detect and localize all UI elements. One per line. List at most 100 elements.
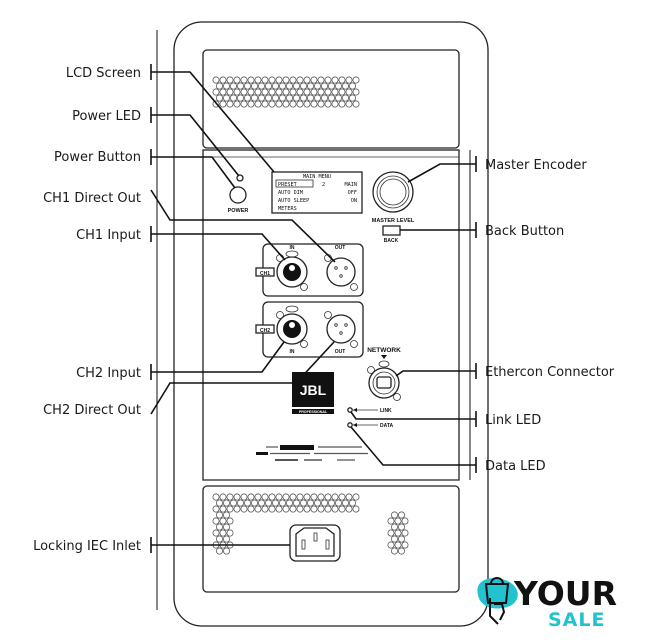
- callout-locking-iec-inlet: Locking IEC Inlet: [33, 539, 141, 554]
- vent-hole: [244, 82, 251, 90]
- vent-hole: [289, 100, 297, 108]
- back-label: BACK: [384, 238, 399, 244]
- lcd-screen: [271, 171, 363, 214]
- vent-hole: [223, 511, 230, 519]
- vent-hole: [254, 505, 262, 513]
- vent-hole: [251, 499, 258, 507]
- data-label: DATA: [380, 423, 394, 429]
- vent-hole: [387, 541, 395, 549]
- ch2-tag: [255, 324, 275, 334]
- vent-hole: [268, 76, 276, 84]
- locking-iec-inlet[interactable]: [289, 524, 341, 562]
- ch2-in-label: IN: [290, 349, 295, 355]
- vent-hole: [398, 511, 405, 519]
- vent-hole: [226, 76, 234, 84]
- vent-hole: [219, 100, 227, 108]
- vent-hole: [275, 88, 283, 96]
- vent-hole: [345, 88, 353, 96]
- vent-hole: [240, 505, 248, 513]
- vent-hole: [282, 76, 290, 84]
- vent-hole: [317, 493, 325, 501]
- lcd-row-item: AUTO SLEEP: [278, 198, 309, 204]
- vent-hole: [282, 505, 290, 513]
- lcd-row-extra: ON: [351, 198, 357, 204]
- ch1-combo-input-jack[interactable]: [276, 250, 308, 291]
- vent-hole: [286, 499, 293, 507]
- vent-hole: [265, 82, 272, 90]
- back-button[interactable]: [382, 225, 401, 236]
- vent-hole: [321, 94, 328, 102]
- vent-hole: [233, 100, 241, 108]
- vent-hole: [233, 76, 241, 84]
- vent-hole: [310, 493, 318, 501]
- callout-link-led: Link LED: [485, 413, 541, 428]
- vent-hole: [226, 493, 234, 501]
- vent-hole: [268, 100, 276, 108]
- ch1-xlr-direct-out-jack[interactable]: [324, 254, 358, 291]
- vent-hole: [331, 100, 339, 108]
- vent-hole: [352, 76, 360, 84]
- vent-hole: [401, 517, 409, 525]
- link-label: LINK: [380, 408, 392, 414]
- vent-hole: [272, 82, 279, 90]
- vent-hole: [394, 541, 402, 549]
- callout-ch1-direct-out: CH1 Direct Out: [43, 191, 141, 206]
- vent-hole: [352, 493, 360, 501]
- vent-hole: [282, 493, 290, 501]
- vent-hole: [254, 88, 262, 96]
- vent-hole: [254, 76, 262, 84]
- vent-hole: [247, 88, 255, 96]
- vent-hole: [401, 529, 409, 537]
- vent-hole: [212, 88, 220, 96]
- shopping-bag-icon: [484, 577, 510, 625]
- leader-ch2-input: [150, 341, 285, 380]
- vent-hole: [345, 76, 353, 84]
- ch2-combo-input-jack[interactable]: [276, 305, 308, 348]
- vent-hole: [261, 88, 269, 96]
- vent-hole: [237, 499, 244, 507]
- ch2-tag-label: CH2: [260, 328, 270, 334]
- ethercon-connector[interactable]: [367, 360, 401, 401]
- vent-hole: [230, 94, 237, 102]
- yoursale-watermark: YOUR SALE: [477, 574, 617, 631]
- vent-hole: [240, 88, 248, 96]
- vent-hole: [391, 523, 398, 531]
- vent-hole: [398, 547, 405, 555]
- lcd-row-value: 2: [322, 182, 325, 188]
- vent-hole: [240, 76, 248, 84]
- vent-hole: [244, 499, 251, 507]
- callout-data-led: Data LED: [485, 459, 546, 474]
- vent-hole: [268, 88, 276, 96]
- vent-hole: [212, 505, 220, 513]
- vent-hole: [223, 547, 230, 555]
- vent-hole: [289, 505, 297, 513]
- master-encoder-knob[interactable]: [372, 171, 414, 213]
- vent-hole: [314, 82, 321, 90]
- data-led: [347, 422, 353, 428]
- vent-hole: [338, 493, 346, 501]
- lcd-selection: [275, 179, 314, 188]
- top-vent-grille: [212, 76, 360, 108]
- vent-hole: [321, 82, 328, 90]
- vent-hole: [335, 82, 342, 90]
- vent-hole: [233, 505, 241, 513]
- vent-hole: [331, 493, 339, 501]
- vent-hole: [310, 505, 318, 513]
- vent-hole: [338, 505, 346, 513]
- vent-hole: [293, 499, 300, 507]
- vent-hole: [324, 505, 332, 513]
- vent-hole: [401, 541, 409, 549]
- vent-hole: [296, 76, 304, 84]
- ch2-out-label: OUT: [335, 349, 346, 355]
- vent-hole: [321, 499, 328, 507]
- vent-hole: [216, 499, 223, 507]
- vent-hole: [303, 493, 311, 501]
- vent-hole: [223, 535, 230, 543]
- vent-hole: [342, 499, 349, 507]
- ch2-xlr-direct-out-jack[interactable]: [324, 311, 358, 348]
- vent-hole: [279, 94, 286, 102]
- network-arrow-icon: [381, 355, 387, 359]
- power-button[interactable]: [229, 186, 247, 204]
- vent-hole: [335, 499, 342, 507]
